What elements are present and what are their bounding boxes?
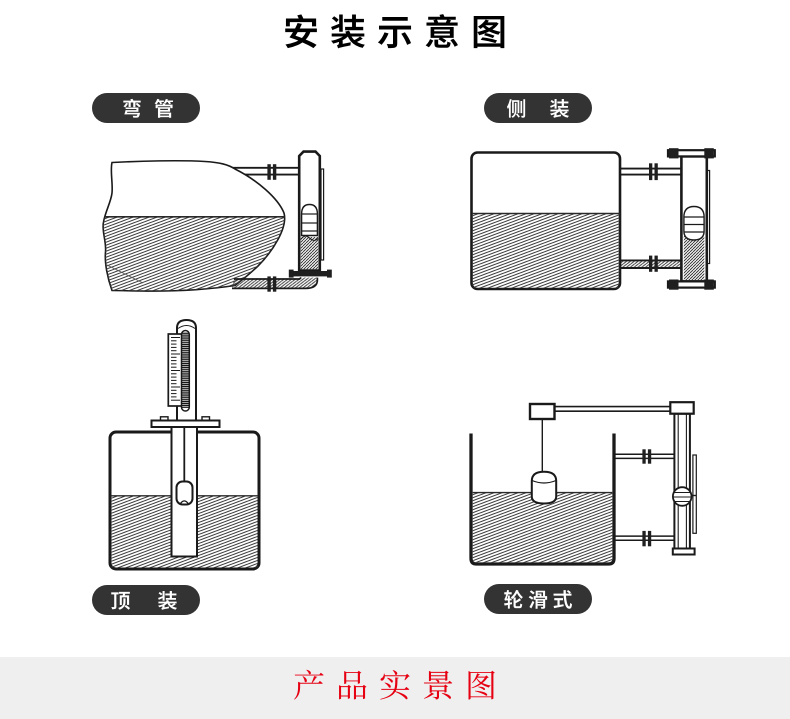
top-gauge-scale-ticks [171,337,180,401]
badge-pulley-type: 轮滑式 [484,584,592,614]
side-gauge [666,148,716,290]
bend-gauge-bottom-flange [288,269,332,278]
badge-side-mount-label: 侧装 [506,93,593,122]
diagram-pulley-type [469,401,697,566]
bend-elbow-pipe [232,276,319,292]
side-bottom-pipe-flange [649,255,658,272]
diagram-side-mount [470,148,716,291]
pulley-tank-liquid [472,491,613,563]
side-tank [470,151,622,291]
diagram-bend-pipe [102,150,332,292]
pulley-float [530,470,558,505]
top-float [175,480,194,506]
bend-gauge-liquid [300,237,319,270]
pulley-connect-rods [614,453,676,541]
pulley-gauge-ball [672,486,693,507]
pulley-gauge-rail [692,454,697,534]
pulley-rod-flanges [642,449,652,547]
bend-gauge-rail [320,168,325,261]
side-gauge-top-flange [666,148,716,159]
bend-bottom-flange [267,276,271,292]
diagram-top-mount [108,318,261,571]
side-top-pipe [619,163,682,181]
side-gauge-float [683,205,705,241]
pulley-gauge-cap [669,401,695,415]
badge-top-mount: 顶装 [92,585,200,615]
bend-top-flange [267,164,271,180]
side-top-pipe-flange [649,163,658,181]
top-guide-tube [170,426,198,558]
bend-gauge [288,150,332,278]
page-title: 安装示意图 [282,4,518,56]
badge-side-mount: 侧装 [484,93,592,123]
pulley-box [528,402,556,421]
pulley-gauge-tube [673,412,691,551]
pulley-gauge-base [671,547,696,556]
top-gauge-indicator [180,329,191,412]
badge-bend-pipe: 弯管 [92,93,200,123]
pulley-gauge [669,401,697,556]
bend-tank [102,159,286,292]
bend-gauge-float [300,203,319,237]
top-gauge-head [150,318,221,428]
side-gauge-liquid [683,236,705,280]
side-tank-liquid [472,212,620,289]
badge-pulley-type-label: 轮滑式 [503,584,577,613]
side-bottom-pipe [619,255,682,272]
badge-bend-pipe-label: 弯管 [122,93,186,122]
footer-title: 产品实景图 [292,661,508,707]
side-gauge-bottom-flange [666,279,716,290]
pulley-top-rod [554,405,671,413]
badge-top-mount-label: 顶装 [110,585,205,614]
footer-bar: 产品实景图 [0,657,790,719]
